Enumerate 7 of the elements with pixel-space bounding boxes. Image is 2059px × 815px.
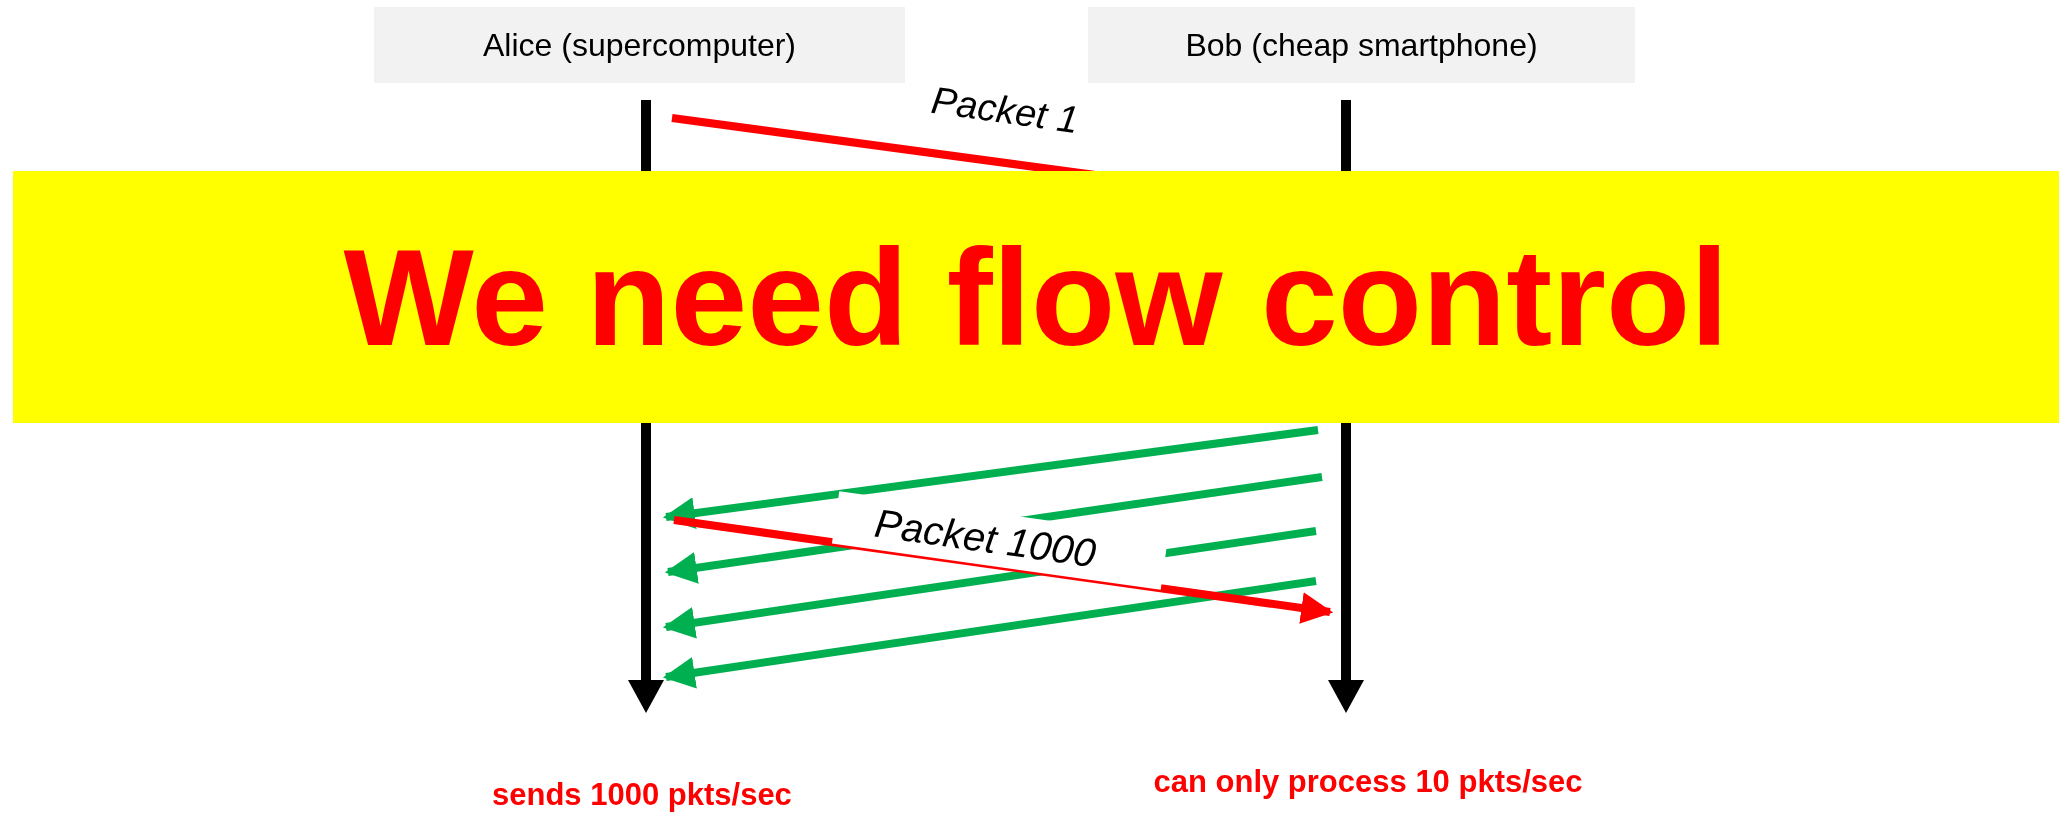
participant-name: Alice (supercomputer) bbox=[483, 26, 796, 64]
banner-text: We need flow control bbox=[343, 218, 1729, 376]
participant-name: Bob (cheap smartphone) bbox=[1185, 26, 1538, 64]
banner bbox=[13, 171, 2059, 423]
packet-label: Packet 1000 bbox=[831, 490, 1169, 590]
rate-note: can only process 10 pkts/sec bbox=[1153, 764, 1583, 800]
rate-note: sends 1000 pkts/sec bbox=[492, 777, 792, 813]
